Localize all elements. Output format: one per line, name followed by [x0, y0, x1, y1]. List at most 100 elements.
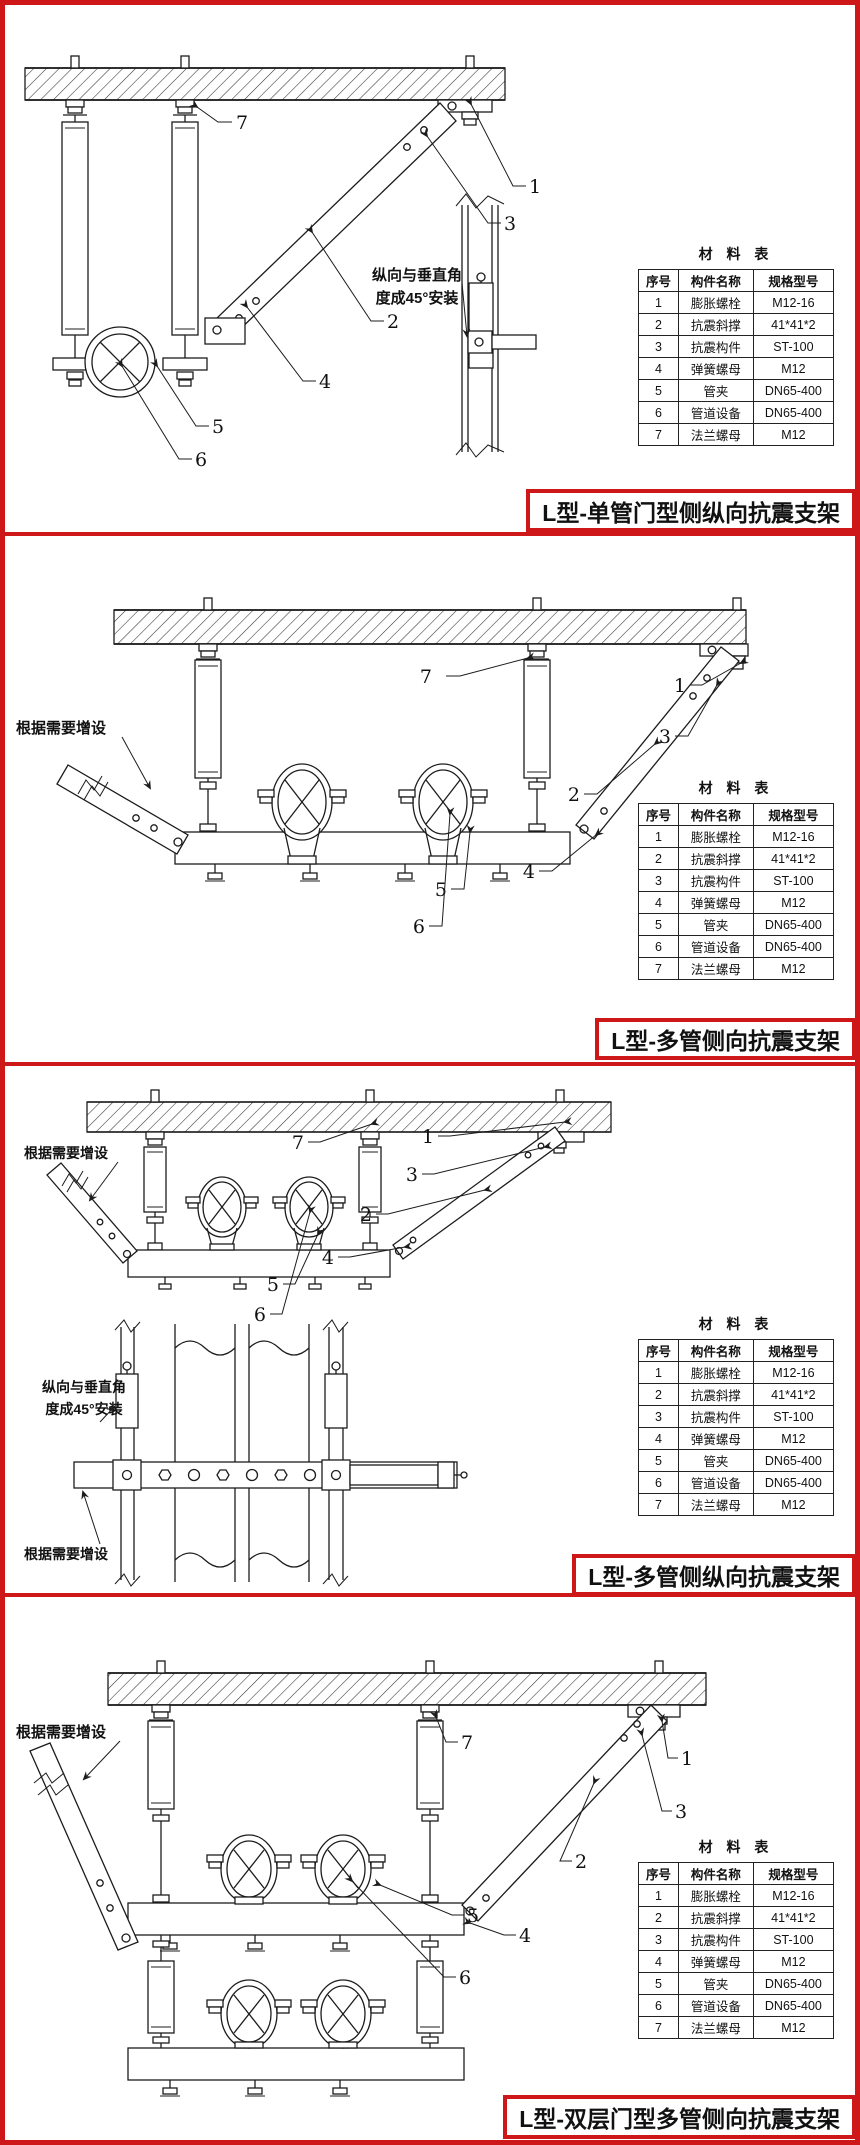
svg-text:根据需要增设: 根据需要增设	[16, 719, 106, 737]
material-table-cell: 6	[638, 1471, 679, 1494]
svg-text:7: 7	[461, 1732, 473, 1754]
callout-2: 2	[304, 223, 399, 333]
svg-text:5: 5	[212, 416, 224, 438]
material-table-cell: DN65-400	[752, 1471, 835, 1494]
svg-text:6: 6	[254, 1304, 266, 1326]
material-table-cell: 2	[638, 313, 679, 336]
material-table-cell: DN65-400	[752, 935, 835, 958]
material-table-cell: 管道设备	[677, 935, 754, 958]
material-table-header: 规格型号	[752, 1862, 835, 1885]
panel-4-title: L型-双层门型多管侧向抗震支架	[503, 2095, 856, 2139]
material-table-header: 构件名称	[677, 1339, 754, 1362]
material-table-cell: 4	[638, 357, 679, 380]
material-table-cell: 2	[638, 1906, 679, 1929]
pipe-section	[84, 326, 156, 398]
material-table-cell: 5	[638, 913, 679, 936]
svg-text:纵向与垂直角: 纵向与垂直角	[42, 1379, 126, 1395]
svg-text:1: 1	[674, 675, 686, 697]
material-table-header: 规格型号	[752, 269, 835, 292]
hanger-rod-left-lower	[147, 1935, 175, 2048]
svg-text:3: 3	[675, 1801, 687, 1823]
channel-plan	[73, 1459, 468, 1491]
svg-text:7: 7	[420, 666, 432, 688]
svg-text:7: 7	[292, 1132, 304, 1154]
material-table-cell: 抗震斜撑	[677, 1383, 754, 1406]
material-table-header: 序号	[638, 1339, 679, 1362]
material-table-cell: 7	[638, 957, 679, 980]
rail-right	[322, 1319, 349, 1587]
material-table-cell: M12	[752, 891, 835, 914]
material-table-title: 材 料 表	[698, 780, 774, 796]
hanger-rod-right	[162, 55, 208, 387]
lower-pipe-left	[206, 1979, 292, 2049]
svg-text:1: 1	[529, 176, 541, 198]
material-table-cell: 抗震构件	[677, 1405, 754, 1428]
material-table-cell: 法兰螺母	[677, 423, 754, 446]
material-table-header: 序号	[638, 269, 679, 292]
pipe-plan-left	[174, 1324, 236, 1582]
pipe-section-left	[185, 1176, 259, 1251]
material-table-cell: 1	[638, 1361, 679, 1384]
material-table-cell: 膨胀螺栓	[677, 1884, 754, 1907]
brace-lower-connector	[204, 317, 246, 345]
material-table-cell: DN65-400	[752, 379, 835, 402]
material-table-cell: 管夹	[677, 913, 754, 936]
annotation-add-as-needed: 根据需要增设	[16, 719, 151, 790]
plan-view: 纵向与垂直角 度成45°安装 根据需要增设	[24, 1319, 468, 1587]
material-table-cell: M12-16	[752, 1884, 835, 1907]
material-table-cell: 7	[638, 1493, 679, 1516]
svg-text:2: 2	[575, 1851, 587, 1873]
lower-pipe-right	[300, 1979, 386, 2049]
material-table-header: 构件名称	[677, 803, 754, 826]
material-table-cell: 41*41*2	[752, 1383, 835, 1406]
material-table-cell: 1	[638, 291, 679, 314]
hanger-rod-left	[52, 55, 98, 387]
material-table-cell: 管夹	[677, 1972, 754, 1995]
drawing-single-pipe-bracket: 纵向与垂直角 度成45°安装 7 1 3 2 4	[24, 55, 541, 471]
material-table-cell: 膨胀螺栓	[677, 1361, 754, 1384]
material-table-cell: 3	[638, 869, 679, 892]
pipe-plan-right	[248, 1324, 310, 1582]
drawing-multi-pipe-longitudinal-bracket: 根据需要增设 7 1 3 2 4	[24, 1089, 612, 1587]
svg-text:1: 1	[681, 1748, 693, 1770]
callout-2: 2	[360, 1184, 493, 1226]
material-table-cell: 管道设备	[677, 1994, 754, 2017]
hanger-rod-left	[194, 597, 222, 832]
material-table-cell: 弹簧螺母	[677, 1950, 754, 1973]
material-table-cell: DN65-400	[752, 1994, 835, 2017]
material-table-cell: M12	[752, 1493, 835, 1516]
callout-6: 6	[114, 357, 207, 471]
callout-7: 7	[188, 99, 248, 134]
material-table-cell: DN65-400	[752, 1972, 835, 1995]
callout-6: 6	[344, 1873, 471, 1989]
material-table-cell: 3	[638, 335, 679, 358]
material-table-cell: 抗震斜撑	[677, 313, 754, 336]
svg-text:1: 1	[422, 1126, 434, 1148]
callout-2: 2	[559, 1774, 601, 1873]
ceiling-beam	[113, 609, 747, 645]
panel-2-title: L型-多管侧向抗震支架	[595, 1018, 856, 1060]
material-table-cell: 管道设备	[677, 1471, 754, 1494]
spring-unit-right	[324, 1361, 348, 1429]
material-table-cell: 法兰螺母	[677, 1493, 754, 1516]
material-table-cell: 管夹	[677, 1449, 754, 1472]
callout-4: 4	[239, 299, 331, 393]
callout-6: 6	[413, 806, 455, 938]
material-table-cell: ST-100	[752, 335, 835, 358]
material-table-header: 构件名称	[677, 269, 754, 292]
material-table-cell: 弹簧螺母	[677, 1427, 754, 1450]
material-table-cell: 3	[638, 1405, 679, 1428]
